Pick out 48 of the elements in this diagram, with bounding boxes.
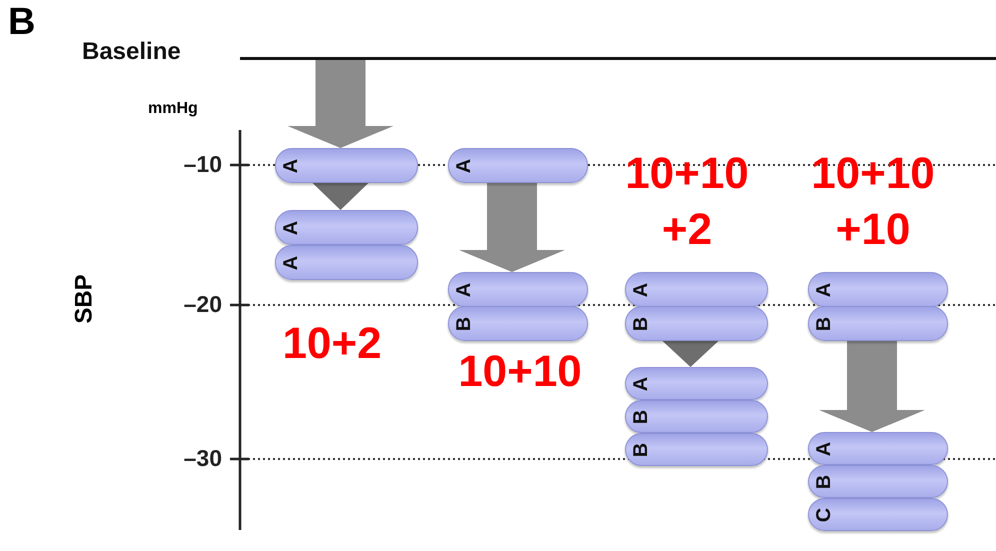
arrow: [662, 341, 718, 367]
pill-capsule: [808, 432, 948, 465]
pill-capsule: [625, 400, 768, 433]
drug-letter: A: [454, 158, 474, 173]
reduction-note: 10+10 +2: [624, 148, 750, 256]
axis-unit: mmHg: [148, 100, 198, 118]
reduction-note: 10+10 +10: [810, 148, 936, 256]
drug-letter: B: [814, 316, 834, 331]
pill-capsule: [275, 148, 418, 183]
pill-capsule: [625, 306, 768, 341]
pill-capsule: [808, 272, 948, 307]
reduction-note: 10+2: [281, 318, 383, 370]
arrow: [312, 183, 368, 210]
drug-letter: A: [631, 282, 652, 297]
tick-label: –10: [182, 151, 222, 178]
arrow: [819, 341, 925, 432]
tick-label: –30: [182, 445, 222, 472]
pill-capsule: [448, 306, 588, 341]
axis-title: SBP: [70, 274, 99, 324]
drug-letter: A: [631, 376, 652, 391]
pill-capsule: [448, 272, 588, 307]
drug-letter: A: [454, 282, 474, 297]
drug-letter: B: [631, 316, 652, 331]
pill-capsule: [808, 465, 948, 498]
reduction-note: 10+10: [457, 346, 583, 398]
drug-letter: A: [814, 441, 834, 456]
pill-capsule: [625, 433, 768, 466]
drug-letter: B: [814, 474, 834, 489]
pill-capsule: [275, 210, 418, 245]
panel-letter: B: [8, 2, 36, 42]
pill-capsule: [275, 245, 418, 280]
drug-letter: B: [631, 409, 652, 424]
arrow: [288, 60, 394, 148]
drug-letter: B: [454, 316, 474, 331]
arrow: [459, 183, 565, 272]
tick-label: –20: [182, 291, 222, 318]
pill-capsule: [625, 272, 768, 307]
drug-letter: B: [631, 442, 652, 457]
pill-capsule: [448, 148, 588, 183]
drug-letter: A: [814, 282, 834, 297]
baseline-label: Baseline: [82, 38, 181, 66]
drug-letter: A: [281, 220, 302, 235]
drug-letter: A: [281, 158, 302, 173]
pill-capsule: [808, 306, 948, 341]
drug-letter: C: [814, 507, 834, 522]
pill-capsule: [625, 367, 768, 400]
drug-letter: A: [281, 255, 302, 270]
pill-capsule: [808, 498, 948, 531]
